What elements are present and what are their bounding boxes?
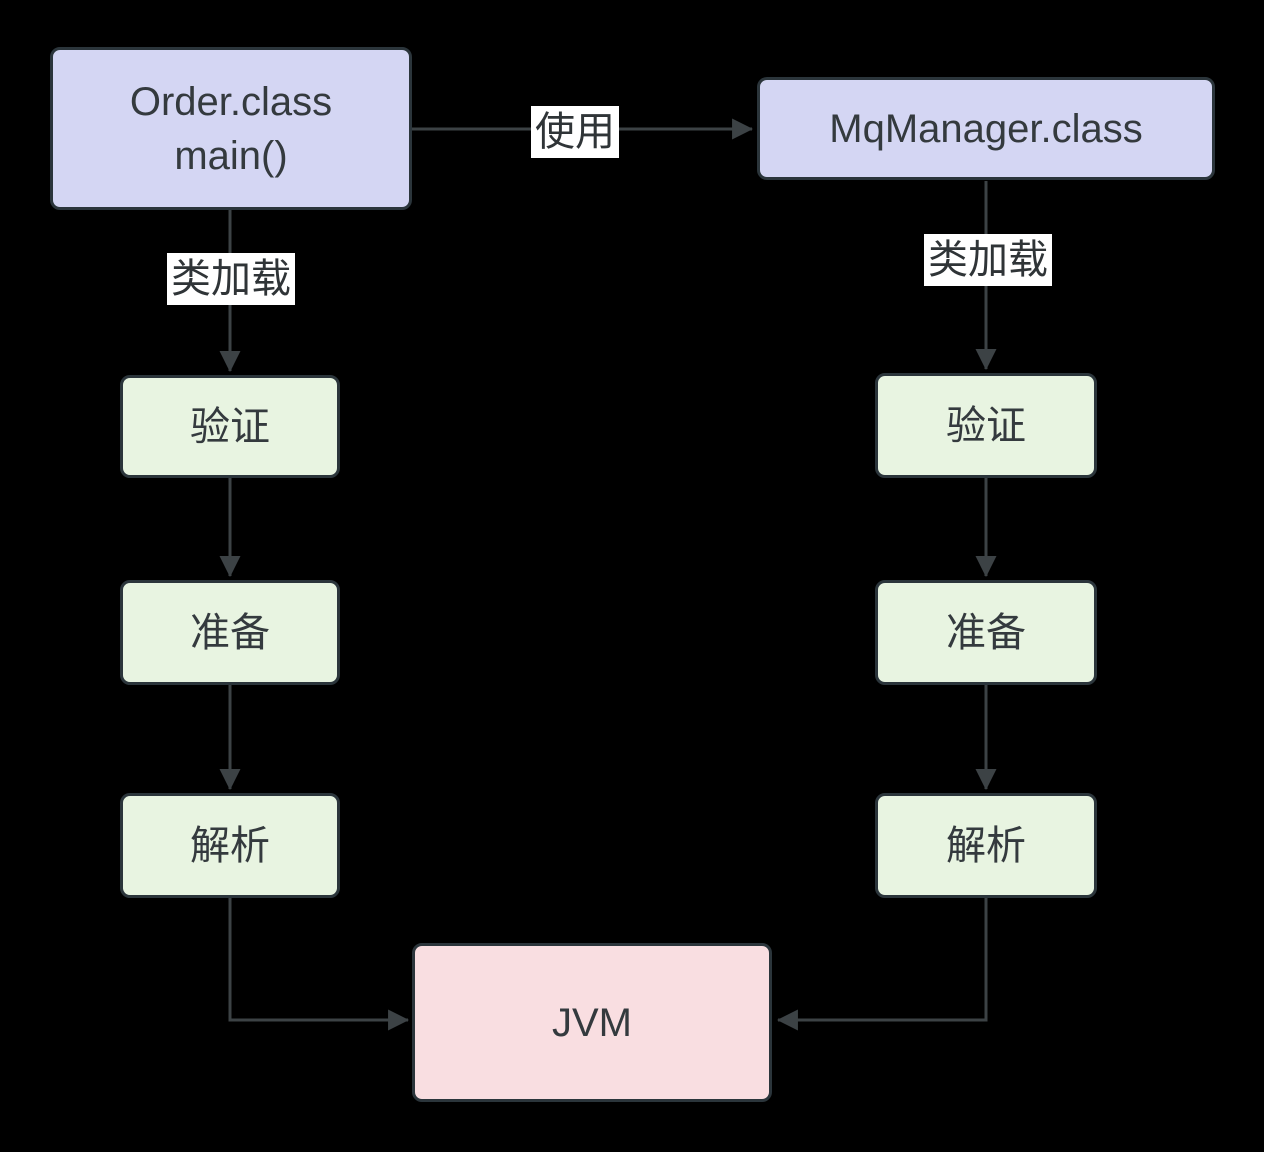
node-prepare-right-label: 准备 [946,610,1026,655]
node-prepare-left: 准备 [120,580,340,685]
node-resolve-left: 解析 [120,793,340,898]
edge-label-use: 使用 [531,106,619,158]
node-verify-right: 验证 [875,373,1097,478]
node-resolve-right: 解析 [875,793,1097,898]
node-order-class: Order.class main() [50,47,412,210]
node-resolve-left-label: 解析 [190,823,270,868]
node-mqmanager-class-label: MqManager.class [829,106,1143,151]
node-verify-right-label: 验证 [946,403,1026,448]
edge-resolve-jvm-right [776,898,988,1031]
node-verify-left-label: 验证 [190,404,270,449]
node-order-class-line2: main() [174,133,288,178]
node-jvm-label: JVM [552,1000,632,1045]
edge-resolve-jvm-left [228,898,410,1031]
node-order-class-line1: Order.class [129,79,333,124]
node-resolve-right-label: 解析 [946,823,1026,868]
node-mqmanager-class: MqManager.class [757,77,1215,180]
node-prepare-right: 准备 [875,580,1097,685]
edge-label-classload-left: 类加载 [167,253,295,305]
node-jvm: JVM [412,943,772,1102]
node-verify-left: 验证 [120,375,340,478]
node-prepare-left-label: 准备 [190,610,270,655]
edge-label-classload-right: 类加载 [924,234,1052,286]
